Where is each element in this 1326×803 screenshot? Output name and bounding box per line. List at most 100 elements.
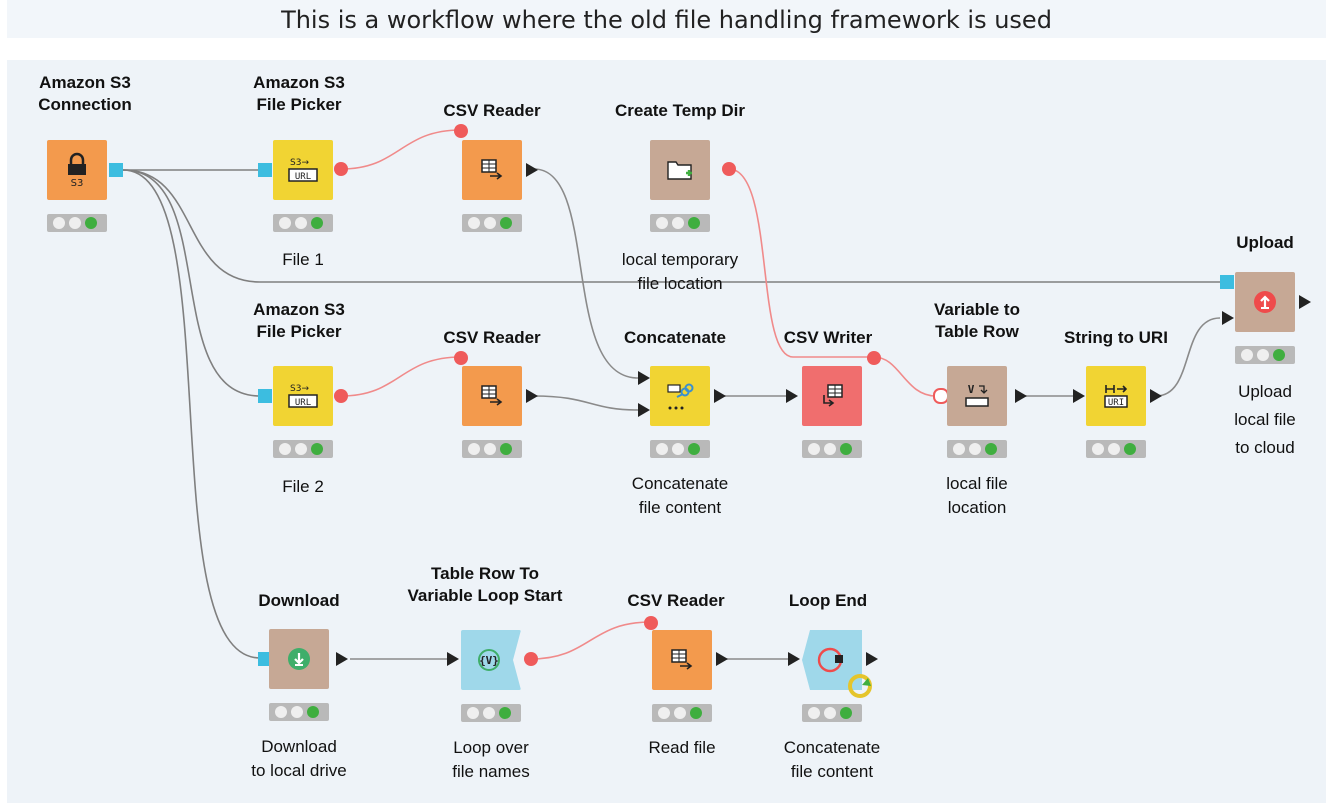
data-in-port[interactable] <box>447 652 459 666</box>
upload-icon <box>1254 291 1276 313</box>
node-icon-box[interactable] <box>802 366 862 426</box>
node-title: CSV Writer <box>783 328 873 347</box>
download-icon <box>288 648 310 670</box>
connection-in-port[interactable] <box>258 163 272 177</box>
workflow-annotation: This is a workflow where the old file ha… <box>7 0 1326 38</box>
data-out-port[interactable] <box>526 389 538 403</box>
node-csv-reader-3[interactable]: CSV Reader Read file <box>576 590 776 770</box>
node-title: Amazon S3 File Picker <box>253 73 345 114</box>
data-out-port[interactable] <box>1015 389 1027 403</box>
svg-text:{V}: {V} <box>479 654 499 667</box>
flow-variable-in-port[interactable] <box>644 616 658 630</box>
flow-variable-out-port[interactable] <box>334 162 348 176</box>
svg-text:URL: URL <box>295 398 311 408</box>
connection-out-port[interactable] <box>109 163 123 177</box>
node-icon-box[interactable] <box>1235 272 1295 332</box>
node-icon-box[interactable] <box>462 366 522 426</box>
data-in-port[interactable] <box>786 389 798 403</box>
s3-url-icon: S3→ URL <box>288 384 318 408</box>
node-caption: Loop over file names <box>452 738 530 781</box>
flow-variable-wire <box>530 621 652 660</box>
data-in-port[interactable] <box>1222 311 1234 325</box>
table-arrow-icon <box>481 385 503 406</box>
concatenate-icon <box>667 383 694 410</box>
node-title: Table Row To Variable Loop Start <box>407 564 563 605</box>
annotation-text: This is a workflow where the old file ha… <box>281 6 1052 34</box>
node-csv-writer[interactable]: CSV Writer <box>728 327 928 467</box>
flow-variable-out-port[interactable] <box>867 351 881 365</box>
node-upload[interactable]: Upload Upload local file to cloud <box>1165 232 1326 472</box>
node-status <box>947 440 1007 458</box>
loop-start-box[interactable]: {V} <box>461 630 521 690</box>
flow-variable-out-port[interactable] <box>334 389 348 403</box>
node-icon-box[interactable]: S3→ URL <box>273 366 333 426</box>
connection-in-port[interactable] <box>1220 275 1234 289</box>
data-out-port[interactable] <box>866 652 878 666</box>
flow-variable-out-port[interactable] <box>524 652 538 666</box>
node-icon-box[interactable] <box>269 629 329 689</box>
node-s3-file-picker-2[interactable]: Amazon S3 File Picker S3→ URL File 2 <box>199 299 399 509</box>
node-icon-box[interactable]: URI <box>1086 366 1146 426</box>
node-icon-box[interactable]: V <box>947 366 1007 426</box>
flow-variable-out-port[interactable] <box>722 162 736 176</box>
loop-refresh-icon <box>848 674 872 698</box>
node-status <box>652 704 712 722</box>
node-loop-end[interactable]: Loop End Concatenate file content <box>728 590 928 800</box>
node-icon-box[interactable] <box>652 630 712 690</box>
node-variable-to-table-row[interactable]: Variable to Table Row V local file locat… <box>877 299 1077 539</box>
node-status <box>802 704 862 722</box>
node-icon-box[interactable] <box>650 366 710 426</box>
flow-variable-in-port[interactable] <box>454 124 468 138</box>
data-in-port[interactable] <box>1073 389 1085 403</box>
node-title: Amazon S3 Connection <box>38 73 132 114</box>
node-caption: Concatenate file content <box>631 474 729 517</box>
data-out-port[interactable] <box>526 163 538 177</box>
flow-variable-wire <box>873 356 937 397</box>
data-in-port[interactable] <box>788 652 800 666</box>
node-concatenate[interactable]: Concatenate Concatenate file content <box>575 327 775 527</box>
connection-in-port[interactable] <box>258 652 272 666</box>
data-out-port[interactable] <box>1299 295 1311 309</box>
node-string-to-uri[interactable]: String to URI URI <box>1016 327 1216 467</box>
node-title: Loop End <box>788 591 868 610</box>
node-download[interactable]: Download Download to local drive <box>199 590 399 800</box>
data-out-port[interactable] <box>1150 389 1162 403</box>
data-out-port[interactable] <box>336 652 348 666</box>
data-out-port[interactable] <box>714 389 726 403</box>
node-create-temp-dir[interactable]: Create Temp Dir local temporary file loc… <box>580 100 780 300</box>
data-wire <box>1155 317 1221 397</box>
connection-in-port[interactable] <box>258 389 272 403</box>
node-status <box>273 214 333 232</box>
node-csv-reader-2[interactable]: CSV Reader <box>392 327 592 467</box>
node-icon-box[interactable]: S3 <box>47 140 107 200</box>
node-table-row-to-variable-loop-start[interactable]: Table Row To Variable Loop Start {V} Loo… <box>385 563 585 803</box>
connection-wire <box>122 169 261 659</box>
node-title: Create Temp Dir <box>614 101 746 120</box>
node-s3-file-picker-1[interactable]: Amazon S3 File Picker S3→ URL File 1 <box>199 72 399 282</box>
data-in-port-2[interactable] <box>638 403 650 417</box>
svg-text:V: V <box>968 383 975 396</box>
node-title: String to URI <box>1064 328 1168 347</box>
flow-variable-in-port[interactable] <box>454 351 468 365</box>
node-status <box>462 214 522 232</box>
table-write-icon <box>823 384 843 407</box>
node-status <box>650 440 710 458</box>
node-csv-reader-1[interactable]: CSV Reader <box>392 100 592 240</box>
node-amazon-s3-connection[interactable]: Amazon S3 Connection S3 <box>0 72 185 242</box>
node-caption: Read file <box>648 738 716 757</box>
node-icon-box[interactable] <box>650 140 710 200</box>
connection-wire <box>122 169 261 397</box>
loop-end-box[interactable] <box>802 630 872 698</box>
node-icon-box[interactable] <box>462 140 522 200</box>
node-title: Upload <box>1236 233 1294 252</box>
node-title: CSV Reader <box>627 591 725 610</box>
connection-wire <box>122 169 1220 283</box>
node-status <box>461 704 521 722</box>
flow-variable-wire <box>728 168 874 358</box>
node-icon-box[interactable]: S3→ URL <box>273 140 333 200</box>
node-title: Download <box>258 591 340 610</box>
data-out-port[interactable] <box>716 652 728 666</box>
svg-text:URL: URL <box>295 172 311 182</box>
data-in-port-1[interactable] <box>638 371 650 385</box>
